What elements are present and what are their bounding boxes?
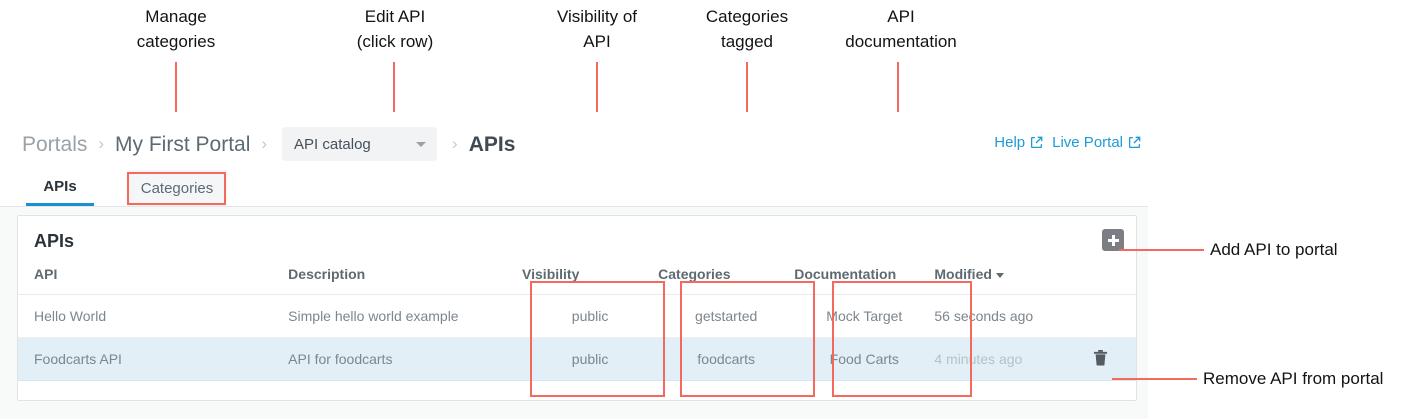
cell-documentation: Mock Target xyxy=(794,294,935,338)
breadcrumb-separator: › xyxy=(261,134,268,153)
remove-api-button[interactable] xyxy=(1093,349,1108,366)
cell-actions xyxy=(1065,337,1136,381)
help-link[interactable]: Help xyxy=(994,134,1043,151)
breadcrumb-separator: › xyxy=(98,134,105,153)
tab-apis-label: APIs xyxy=(43,178,77,195)
column-header-api[interactable]: API xyxy=(18,266,289,295)
annotation-label-api-documentation: API documentation xyxy=(845,7,957,51)
annotation-label-remove-api: Remove API from portal xyxy=(1203,369,1384,388)
plus-icon xyxy=(1107,234,1119,246)
cell-actions xyxy=(1065,294,1136,338)
cell-modified: 4 minutes ago xyxy=(934,337,1066,381)
annotation-label-manage-categories: Manage categories xyxy=(136,7,216,51)
breadcrumb-item-my-first-portal[interactable]: My First Portal xyxy=(115,132,251,156)
apis-card-header: APIs xyxy=(18,216,1136,266)
column-header-documentation[interactable]: Documentation xyxy=(794,266,935,295)
tab-categories-label: Categories xyxy=(140,179,214,197)
cell-categories: getstarted xyxy=(658,294,795,338)
annotation-label-add-api: Add API to portal xyxy=(1210,240,1338,259)
tab-bar: APIs Categories xyxy=(0,170,1403,206)
cell-documentation: Food Carts xyxy=(794,337,935,381)
chevron-down-icon xyxy=(416,141,427,147)
cell-description: API for foodcarts xyxy=(288,337,523,381)
live-portal-link-label: Live Portal xyxy=(1052,134,1123,151)
breadcrumb: Portals › My First Portal › API catalog … xyxy=(22,127,515,161)
cell-visibility: public xyxy=(522,337,659,381)
cell-modified: 56 seconds ago xyxy=(934,294,1066,338)
breadcrumb-item-portals[interactable]: Portals xyxy=(22,132,88,156)
table-header-row: API Description Visibility Categories Do… xyxy=(18,266,1136,295)
breadcrumb-catalog-select-value: API catalog xyxy=(294,135,371,153)
tab-apis[interactable]: APIs xyxy=(26,170,94,206)
page-title: APIs xyxy=(34,231,75,251)
external-link-icon xyxy=(1030,136,1043,149)
annotation-label-categories-tagged: Categories tagged xyxy=(705,7,789,51)
apis-card: APIs API Description Visibility Categori… xyxy=(17,215,1137,401)
column-header-modified-label: Modified xyxy=(934,266,992,282)
column-header-visibility[interactable]: Visibility xyxy=(522,266,659,295)
add-api-button[interactable] xyxy=(1102,229,1124,251)
help-link-label: Help xyxy=(994,134,1026,151)
annotation-leader-add-api xyxy=(1119,249,1204,251)
apis-table: API Description Visibility Categories Do… xyxy=(18,266,1136,381)
live-portal-link[interactable]: Live Portal xyxy=(1052,134,1141,151)
table-row[interactable]: Foodcarts API API for foodcarts public f… xyxy=(18,337,1136,381)
annotation-label-edit-api: Edit API (click row) xyxy=(356,7,434,51)
cell-api: Foodcarts API xyxy=(18,337,289,381)
sort-descending-icon xyxy=(995,272,1004,278)
annotation-leader-remove-api xyxy=(1112,378,1197,380)
column-header-description[interactable]: Description xyxy=(288,266,523,295)
app-content: Portals › My First Portal › API catalog … xyxy=(0,112,1403,419)
column-header-modified[interactable]: Modified xyxy=(934,266,1066,295)
cell-visibility: public xyxy=(522,294,659,338)
column-header-categories[interactable]: Categories xyxy=(658,266,795,295)
breadcrumb-catalog-select[interactable]: API catalog xyxy=(282,127,438,161)
cell-api: Hello World xyxy=(18,294,289,338)
breadcrumb-separator: › xyxy=(452,134,458,153)
annotation-label-visibility-of-api: Visibility of API xyxy=(557,7,637,51)
column-header-actions xyxy=(1065,266,1136,295)
tab-categories[interactable]: Categories xyxy=(128,170,226,206)
cell-categories: foodcarts xyxy=(658,337,795,381)
table-row[interactable]: Hello World Simple hello world example p… xyxy=(18,294,1136,338)
breadcrumb-item-apis: APIs xyxy=(468,132,516,156)
top-links: Help Live Portal xyxy=(994,134,1141,151)
external-link-icon xyxy=(1128,136,1141,149)
cell-description: Simple hello world example xyxy=(288,294,523,338)
